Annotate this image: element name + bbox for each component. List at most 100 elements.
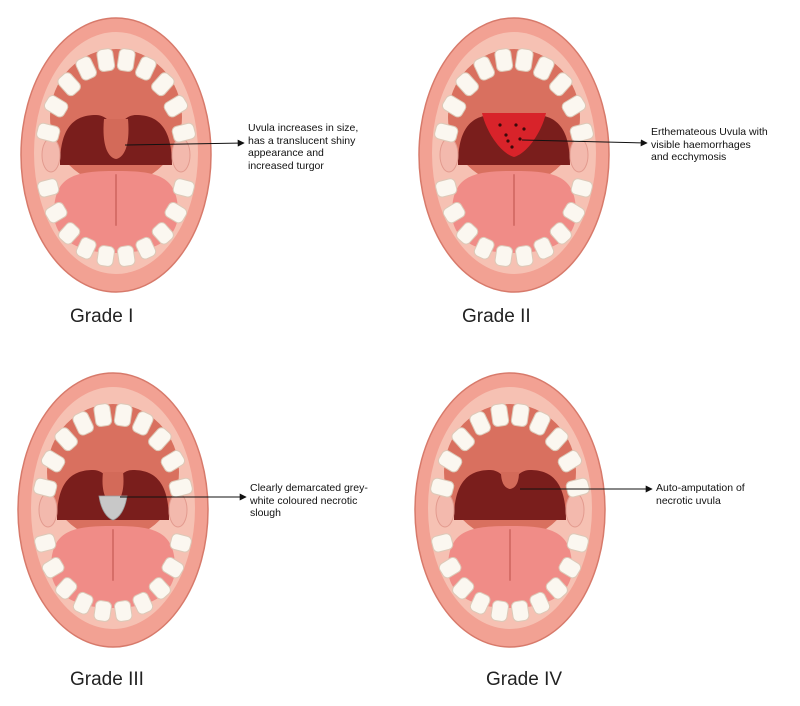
uvula-swollen bbox=[103, 119, 129, 159]
tooth bbox=[117, 245, 136, 267]
right-tonsil bbox=[168, 492, 188, 528]
tooth bbox=[148, 577, 171, 600]
tooth bbox=[438, 557, 462, 579]
tooth bbox=[570, 178, 593, 198]
left-tonsil bbox=[38, 492, 58, 528]
tooth bbox=[490, 600, 509, 622]
tooth bbox=[168, 477, 193, 498]
grade-2-description: Erthemateous Uvula with visible haemorrh… bbox=[651, 126, 768, 163]
haemorrhage-spot bbox=[506, 139, 510, 143]
tooth bbox=[469, 591, 491, 615]
grade-3-label: Grade III bbox=[70, 669, 144, 690]
tooth bbox=[93, 600, 112, 622]
tooth bbox=[533, 236, 555, 260]
tooth bbox=[169, 533, 192, 553]
tooth bbox=[451, 427, 475, 452]
tooth bbox=[511, 600, 530, 622]
haemorrhage-spot bbox=[510, 145, 514, 149]
tooth bbox=[561, 95, 587, 118]
grade-1-label: Grade I bbox=[70, 306, 134, 327]
tooth bbox=[114, 600, 133, 622]
tooth bbox=[132, 411, 154, 436]
callout-arrow-2 bbox=[521, 139, 648, 147]
tooth bbox=[473, 56, 495, 81]
grade-4-description: Auto-amputation of necrotic uvula bbox=[656, 482, 745, 507]
tooth bbox=[431, 533, 454, 553]
tooth bbox=[41, 557, 65, 579]
left-tonsil bbox=[41, 137, 61, 173]
tooth bbox=[545, 577, 568, 600]
uvula-stump bbox=[501, 472, 519, 489]
right-tonsil bbox=[565, 492, 585, 528]
tooth bbox=[40, 450, 66, 473]
tooth bbox=[565, 477, 590, 498]
tooth bbox=[164, 202, 188, 224]
tooth bbox=[96, 245, 115, 267]
tooth bbox=[151, 72, 175, 97]
tooth bbox=[456, 222, 479, 245]
tooth bbox=[96, 48, 116, 72]
tooth bbox=[72, 591, 94, 615]
tooth bbox=[473, 236, 495, 260]
tooth bbox=[549, 222, 572, 245]
tooth bbox=[160, 450, 186, 473]
tooth bbox=[37, 178, 60, 198]
haemorrhage-spot bbox=[522, 127, 526, 131]
callout-arrow-1 bbox=[124, 139, 245, 147]
mouth-illustration-4 bbox=[414, 372, 606, 648]
left-tonsil bbox=[439, 137, 459, 173]
tooth bbox=[55, 577, 78, 600]
mouth-illustration-1 bbox=[20, 17, 212, 293]
tooth bbox=[36, 122, 61, 143]
haemorrhage-spot bbox=[498, 123, 502, 127]
throat-opening bbox=[454, 470, 566, 520]
tooth bbox=[469, 411, 491, 436]
tooth bbox=[75, 56, 97, 81]
tooth bbox=[529, 591, 551, 615]
tooth bbox=[34, 533, 57, 553]
grade-4-label: Grade IV bbox=[486, 669, 563, 690]
tooth bbox=[529, 411, 551, 436]
tooth bbox=[161, 557, 185, 579]
haemorrhage-spot bbox=[504, 133, 508, 137]
tooth bbox=[93, 403, 113, 427]
tooth bbox=[442, 202, 466, 224]
tooth bbox=[43, 95, 69, 118]
haemorrhage-spot bbox=[514, 123, 518, 127]
tooth bbox=[172, 178, 195, 198]
haemorrhage-spot bbox=[518, 137, 522, 141]
tooth bbox=[514, 48, 534, 72]
tooth bbox=[135, 56, 157, 81]
grade-2-label: Grade II bbox=[462, 306, 531, 327]
tooth bbox=[494, 245, 513, 267]
tooth bbox=[441, 95, 467, 118]
tooth bbox=[490, 403, 510, 427]
tooth bbox=[569, 122, 594, 143]
tooth bbox=[163, 95, 189, 118]
tooth bbox=[72, 411, 94, 436]
tooth bbox=[75, 236, 97, 260]
right-tonsil bbox=[569, 137, 589, 173]
tooth bbox=[452, 577, 475, 600]
tooth bbox=[455, 72, 479, 97]
tooth bbox=[515, 245, 534, 267]
tooth bbox=[44, 202, 68, 224]
uvula-erythematous bbox=[482, 113, 546, 157]
tooth bbox=[533, 56, 555, 81]
tooth bbox=[562, 202, 586, 224]
tooth bbox=[558, 557, 582, 579]
tooth bbox=[116, 48, 136, 72]
tooth bbox=[437, 450, 463, 473]
tooth bbox=[566, 533, 589, 553]
tooth bbox=[494, 48, 514, 72]
tooth bbox=[151, 222, 174, 245]
mouth-illustration-2 bbox=[418, 17, 610, 293]
tooth bbox=[434, 122, 459, 143]
mouth-illustration-3 bbox=[17, 372, 209, 648]
tooth bbox=[135, 236, 157, 260]
grade-3-description: Clearly demarcated grey- white coloured … bbox=[250, 482, 368, 519]
tooth bbox=[33, 477, 58, 498]
tooth bbox=[58, 222, 81, 245]
